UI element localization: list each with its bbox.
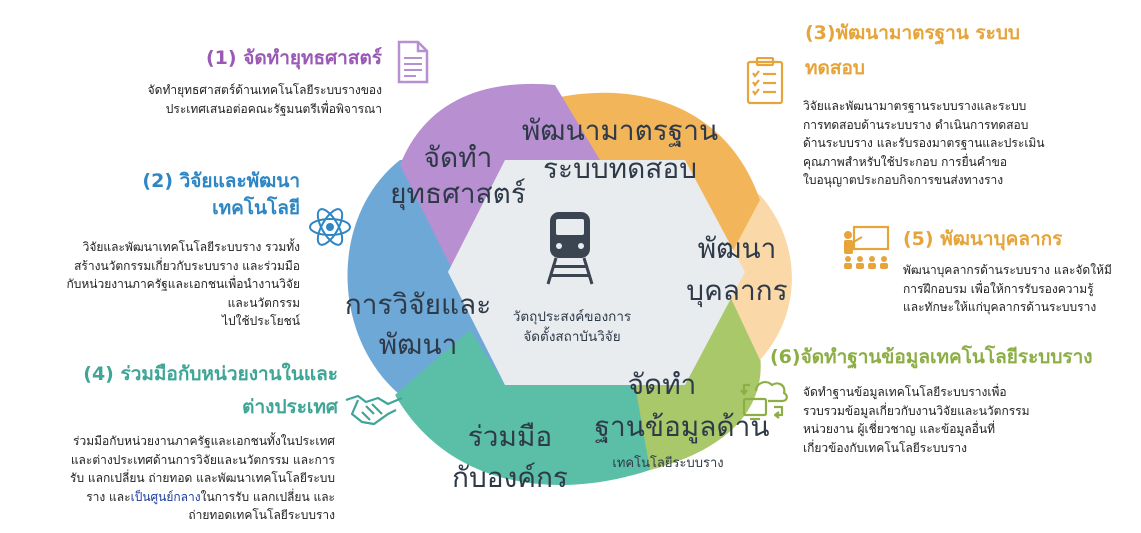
- segment-database-label-1: จัดทำ: [628, 368, 697, 401]
- segment-cooperation: [395, 330, 685, 486]
- atom-icon: [309, 208, 351, 246]
- objective-5-body-line: การฝึกอบรม เพื่อให้การรับรองความรู้: [903, 281, 1094, 296]
- segment-strategy: [400, 83, 600, 275]
- segment-cooperation-label-2: กับองค์กร: [452, 461, 568, 494]
- objective-1-body-line: ประเทศเสนอต่อคณะรัฐมนตรีเพื่อพิจารณา: [165, 101, 382, 116]
- objective-4-body: ร่วมมือกับหน่วยงานภาครัฐและเอกชนทั้งในปร…: [10, 432, 335, 525]
- objective-2-heading: (2) วิจัยและพัฒนา เทคโนโลยี: [100, 168, 300, 222]
- objective-5-heading: (5) พัฒนาบุคลากร: [903, 228, 1063, 250]
- objective-4-heading-line1: (4) ร่วมมือกับหน่วยงานในและ: [83, 363, 338, 385]
- objective-6-body-line: รวบรวมข้อมูลเกี่ยวกับงานวิจัยและนวัตกรรม: [803, 403, 1030, 418]
- segment-cooperation-label-1: ร่วมมือ: [468, 420, 553, 453]
- objective-5-body-line: และทักษะให้แก่บุคลากรด้านระบบราง: [903, 300, 1097, 314]
- objective-3-body: วิจัยและพัฒนามาตรฐานระบบรางและระบบ การทด…: [803, 97, 1133, 190]
- train-icon: [546, 212, 594, 285]
- objective-2-body-line: และนวัตกรรม: [227, 295, 300, 310]
- segment-research-label-2: พัฒนา: [379, 328, 458, 361]
- objective-2-body: วิจัยและพัฒนาเทคโนโลยีระบบราง รวมทั้ง สร…: [20, 238, 300, 331]
- segment-strategy-label-1: จัดทำ: [424, 141, 493, 174]
- objective-4-highlight: เป็นศูนย์กลาง: [130, 489, 201, 504]
- objective-1-body: จัดทำยุทธศาสตร์ด้านเทคโนโลยีระบบรางของ ป…: [60, 81, 382, 118]
- objective-3-body-line: ด้านระบบราง และรับรองมาตรฐานและประเมิน: [803, 136, 1045, 150]
- objective-4-body-text: ราง และ: [86, 489, 131, 504]
- objective-1-heading: (1) จัดทำยุทธศาสตร์: [206, 47, 382, 69]
- document-icon: [397, 40, 429, 84]
- segment-database-label-2: ฐานข้อมูลด้าน: [595, 410, 770, 444]
- objective-3-body-line: คุณภาพสำหรับใช้ประกอบ การยื่นคำขอ: [803, 154, 1008, 169]
- objective-4-body-line: รับ แลกเปลี่ยน ถ่ายทอด และพัฒนาเทคโนโลยี…: [70, 471, 335, 485]
- objective-2-body-line: กับหน่วยงานภาครัฐและเอกชนเพื่อนำงานวิจัย: [66, 277, 300, 291]
- segment-personnel-label-1: พัฒนา: [698, 232, 777, 265]
- segment-database-label-3: เทคโนโลยีระบบราง: [612, 455, 723, 471]
- center-caption-line1: วัตถุประสงค์ของการ: [513, 308, 631, 325]
- objective-3-body-line: การทดสอบด้านระบบราง ดำเนินการทดสอบ: [803, 117, 1029, 132]
- objective-4-body-line: ถ่ายทอดเทคโนโลยีระบบราง: [188, 508, 335, 522]
- handshake-icon: [345, 394, 403, 426]
- segment-personnel-label-2: บุคลากร: [686, 274, 787, 308]
- objective-6-body-line: หน่วยงาน ผู้เชี่ยวชาญ และข้อมูลอื่นที่: [803, 422, 995, 436]
- checklist-icon: [746, 57, 784, 105]
- segment-research-label-1: การวิจัยและ: [345, 288, 492, 321]
- segment-standards-label-2: ระบบทดสอบ: [543, 152, 697, 185]
- objective-4-heading-line2: ต่างประเทศ: [242, 396, 338, 418]
- objective-2-body-line: วิจัยและพัฒนาเทคโนโลยีระบบราง รวมทั้ง: [82, 240, 300, 254]
- objective-2-body-line: สร้างนวัตกรรมเกี่ยวกับระบบราง และร่วมมือ: [74, 258, 300, 273]
- cloud-sync-icon: [740, 381, 788, 421]
- objective-4-body-line: ราง และเป็นศูนย์กลางในการรับ แลกเปลี่ยน …: [10, 488, 335, 507]
- objective-6-heading: (6)จัดทำฐานข้อมูลเทคโนโลยีระบบราง: [770, 346, 1093, 368]
- presentation-icon: [844, 225, 890, 269]
- segment-strategy-label-2: ยุทธศาสตร์: [390, 177, 526, 211]
- center-hexagon: [448, 160, 745, 385]
- objective-2-heading-line2: เทคโนโลยี: [212, 197, 300, 219]
- objective-2-body-line: ไปใช้ประโยชน์: [222, 314, 300, 328]
- objective-4-body-line: และต่างประเทศด้านการวิจัยและนวัตกรรม และ…: [70, 452, 335, 467]
- objective-3-heading-line2: ทดสอบ: [805, 57, 865, 79]
- objective-3-body-line: วิจัยและพัฒนามาตรฐานระบบรางและระบบ: [803, 99, 1027, 113]
- objective-6-body-line: เกี่ยวข้องกับเทคโนโลยีระบบราง: [803, 440, 967, 455]
- objective-1-body-line: จัดทำยุทธศาสตร์ด้านเทคโนโลยีระบบรางของ: [147, 83, 382, 97]
- center-caption-line2: จัดตั้งสถาบันวิจัย: [523, 326, 620, 345]
- objective-5-body-line: พัฒนาบุคลากรด้านระบบราง และจัดให้มี: [903, 263, 1112, 277]
- objective-5-body: พัฒนาบุคลากรด้านระบบราง และจัดให้มี การฝ…: [903, 261, 1138, 317]
- objective-2-heading-line1: (2) วิจัยและพัฒนา: [142, 170, 300, 192]
- objective-4-heading: (4) ร่วมมือกับหน่วยงานในและ ต่างประเทศ: [20, 361, 338, 421]
- objective-6-body-line: จัดทำฐานข้อมูลเทคโนโลยีระบบรางเพื่อ: [803, 385, 1007, 399]
- objective-3-body-line: ใบอนุญาตประกอบกิจการขนส่งทางราง: [803, 173, 1004, 187]
- objective-4-body-text: ในการรับ แลกเปลี่ยน และ: [200, 489, 335, 504]
- segment-standards-label-1: พัฒนามาตรฐาน: [522, 114, 718, 147]
- objective-4-body-line: ร่วมมือกับหน่วยงานภาครัฐและเอกชนทั้งในปร…: [73, 434, 335, 448]
- objective-3-heading-line1: (3)พัฒนามาตรฐาน ระบบ: [805, 22, 1020, 44]
- objective-6-body: จัดทำฐานข้อมูลเทคโนโลยีระบบรางเพื่อ รวบร…: [803, 383, 1133, 457]
- objective-3-heading: (3)พัฒนามาตรฐาน ระบบ ทดสอบ: [805, 20, 1125, 82]
